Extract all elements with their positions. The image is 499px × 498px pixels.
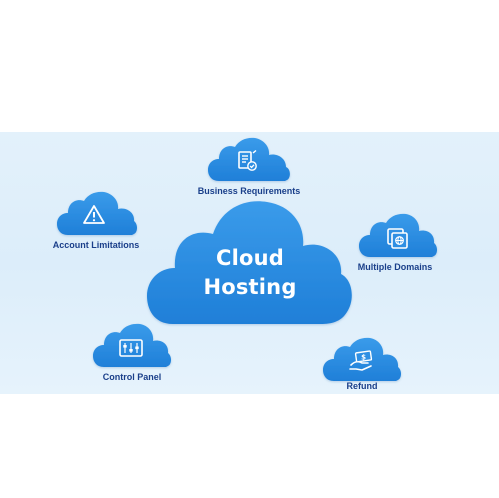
cloud-shape [147, 201, 352, 324]
business-requirements-label: Business Requirements [197, 186, 301, 196]
node-account-limitations: Account Limitations [53, 190, 139, 250]
node-refund: $ Refund [322, 336, 402, 391]
warning-icon [82, 203, 106, 227]
node-business-requirements: Business Requirements [198, 136, 300, 196]
account-limitations-label: Account Limitations [52, 240, 140, 250]
center-title-line2: Hosting [203, 275, 297, 299]
cloud-shape [93, 323, 171, 367]
center-title-line1: Cloud [215, 246, 285, 270]
refund-label: Refund [346, 381, 378, 391]
svg-text:$: $ [361, 354, 366, 362]
cloud-shape [208, 137, 290, 181]
control-panel-label: Control Panel [102, 372, 162, 382]
control-panel-icon [118, 336, 144, 360]
node-control-panel: Control Panel [92, 322, 172, 382]
document-check-icon [235, 149, 259, 173]
multiple-domains-label: Multiple Domains [357, 262, 433, 272]
center-cloud: Cloud Hosting [145, 196, 355, 326]
refund-money-icon: $ [348, 349, 374, 373]
domains-icon [385, 226, 409, 250]
node-multiple-domains: Multiple Domains [358, 212, 438, 272]
cloud-shape [57, 191, 137, 235]
